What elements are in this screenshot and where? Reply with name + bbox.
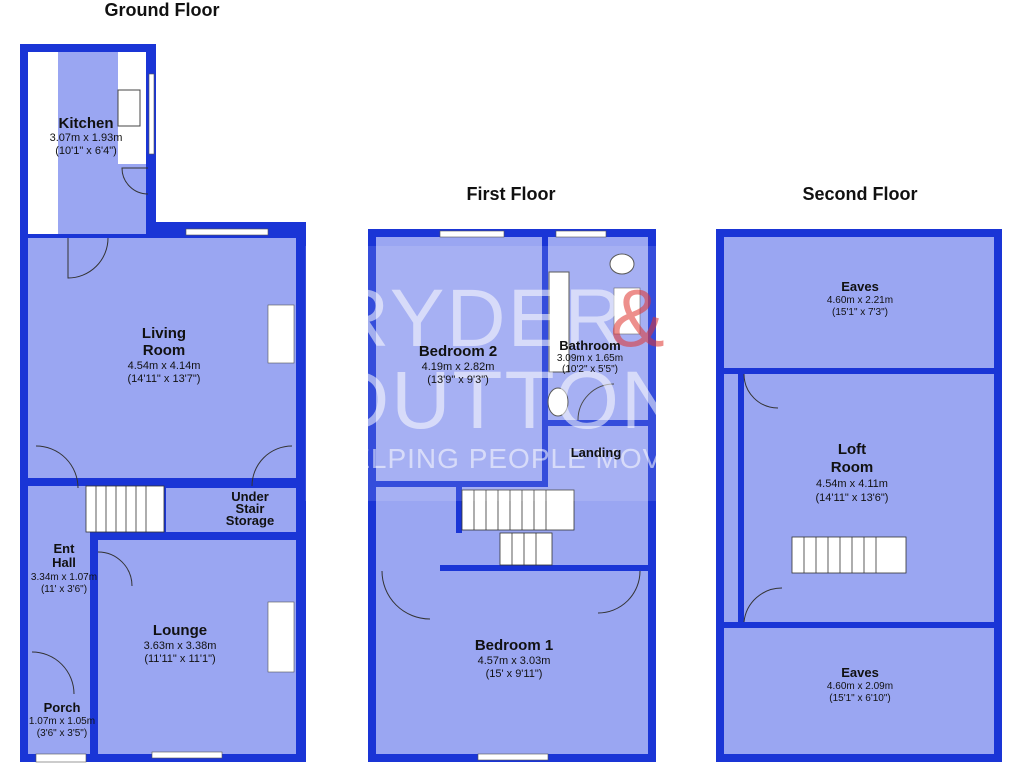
eaves-top-door [743,373,779,409]
bathroom-metric: 3.09m x 1.65m [557,353,623,364]
eaves-bottom-imperial: (15'1" x 6'10") [829,693,891,704]
eaves-top-metric: 4.60m x 2.21m [827,295,893,306]
kitchen-label: Kitchen [58,115,113,132]
bedroom1-label: Bedroom 1 [475,637,553,654]
loft-metric: 4.54m x 4.11m [816,478,888,490]
porch-imperial: (3'6" x 3'5") [37,728,87,739]
watermark-line1: RYDER [330,273,626,364]
ground-floor-title: Ground Floor [105,0,220,20]
under-stair-label-2: Stair [236,501,265,516]
lounge-top-wall [98,532,296,540]
watermark: RYDER & DUTTON HELPING PEOPLE MOVE [305,246,715,501]
ground-floor-plan [20,44,306,763]
first-floor-stairs [461,489,575,566]
living-label-2: Room [143,342,186,359]
porch-metric: 1.07m x 1.05m [29,716,95,727]
eaves-bottom-label: Eaves [841,665,879,680]
basin [547,387,569,417]
landing-label: Landing [571,445,622,460]
lounge-window [151,751,223,759]
kitchen-side-white [28,52,58,234]
porch-door [31,651,75,695]
kitchen-imperial: (10'1" x 6'4") [55,145,117,157]
living-label-1: Living [142,325,186,342]
lounge-imperial: (11'11" x 11'1") [144,653,215,665]
bedroom1-left-door [381,570,431,620]
second-floor-plan [716,229,1002,762]
ground-stairs [85,485,165,533]
bedroom2-right-wall [542,237,548,487]
under-stair-label-1: Under [231,489,269,504]
second-floor-area [724,237,994,754]
stair-wall [456,487,462,533]
airing-cupboard [613,287,641,335]
loft-stairs [791,536,907,574]
loft-label-1: Loft [838,441,866,458]
hall-wall [90,478,98,754]
bathroom-imperial: (10'2" x 5'5") [562,364,618,375]
living-metric: 4.54m x 4.14m [128,360,201,372]
under-stair-label-3: Storage [226,513,274,528]
ent-hall-metric: 3.34m x 1.07m [31,572,97,583]
watermark-tagline: HELPING PEOPLE MOVE [330,443,682,474]
watermark-amp: & [610,273,667,364]
kitchen-window [148,73,155,155]
ent-hall-imperial: (11' x 3'6") [41,584,87,595]
bathroom-window [555,230,607,238]
front-door [35,753,87,763]
eaves-bottom-door [743,587,783,623]
eaves-top-wall [724,368,994,374]
bedroom2-label: Bedroom 2 [419,343,497,360]
bedroom2-window [439,230,505,238]
bedroom2-metric: 4.19m x 2.82m [422,361,495,373]
ent-hall-label-1: Ent [54,541,76,556]
second-floor-title: Second Floor [802,184,917,204]
bedroom1-window [477,753,549,761]
first-floor-plan [368,229,656,762]
living-door [67,237,109,279]
lounge-label: Lounge [153,622,207,639]
kitchen-sink [117,89,141,127]
bedroom1-right-door [597,570,641,614]
eaves-top-label: Eaves [841,279,879,294]
living-fireplace [267,304,295,364]
eaves-bottom-metric: 4.60m x 2.09m [827,681,893,692]
storage-door [251,445,293,487]
loft-label-2: Room [831,459,874,476]
kitchen-metric: 3.07m x 1.93m [50,132,123,144]
watermark-line2: DUTTON [330,355,682,446]
bathroom-door [577,383,615,421]
bathroom-label: Bathroom [559,338,620,353]
toilet [609,253,635,275]
hall-door [35,445,79,489]
lounge-fireplace [267,601,295,673]
bath-tub [548,271,570,373]
loft-imperial: (14'11" x 13'6") [816,492,889,504]
living-imperial: (14'11" x 13'7") [128,373,201,385]
bedroom1-imperial: (15' x 9'11") [486,668,543,680]
ent-hall-label-2: Hall [52,555,76,570]
bedroom1-metric: 4.57m x 3.03m [478,655,551,667]
first-floor-title: First Floor [467,184,556,204]
lounge-door [97,551,133,587]
hall-area [28,482,90,754]
eaves-bottom-wall [724,622,994,628]
under-stair-area [166,488,296,532]
bedroom2-bottom-wall [376,481,548,487]
eaves-top-imperial: (15'1" x 7'3") [832,307,888,318]
lounge-metric: 3.63m x 3.38m [144,640,217,652]
bedroom2-imperial: (13'9" x 9'3") [427,374,489,386]
kitchen-door [121,167,149,195]
bathroom-bottom-wall [542,420,648,426]
loft-left-wall [738,374,744,622]
living-bottom-wall [28,478,296,486]
porch-label: Porch [44,700,81,715]
living-window [185,228,269,236]
bedroom1-top-wall [440,565,648,571]
